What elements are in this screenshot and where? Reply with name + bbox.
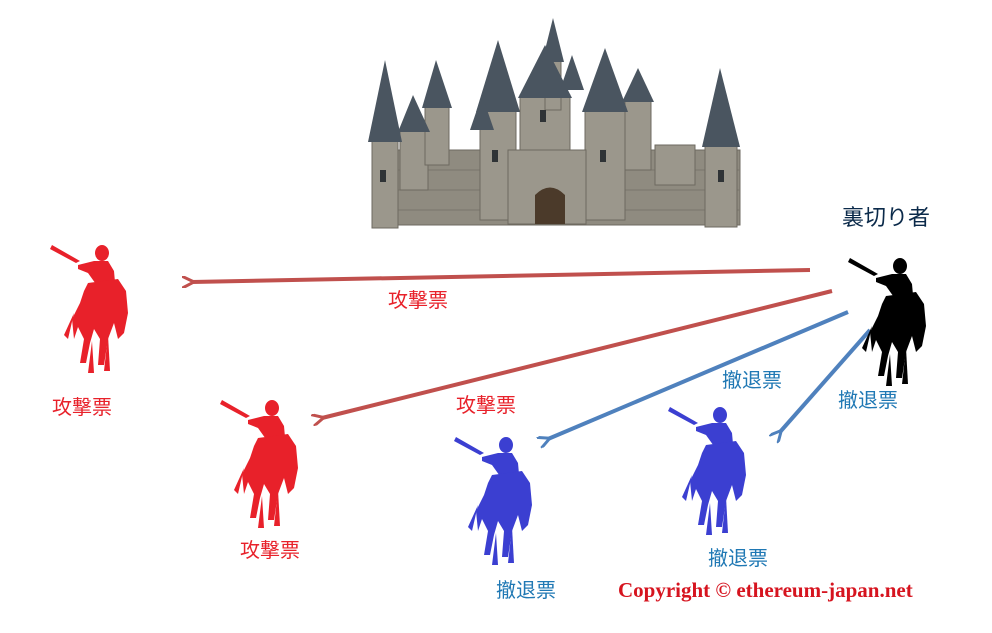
knight-blue-1-label: 撤退票: [496, 578, 556, 602]
knight-traitor: [848, 258, 926, 386]
knight-red-1: [50, 245, 128, 373]
retreat-arrow-a-label: 撤退票: [722, 368, 782, 392]
knight-blue-1: [454, 437, 532, 565]
attack-arrow-top-label: 攻撃票: [388, 288, 448, 312]
knight-red-1-label: 攻撃票: [52, 395, 112, 419]
attack-arrow-mid: [322, 289, 833, 418]
castle-illustration: [368, 18, 741, 229]
attack-arrow-mid-label: 攻撃票: [456, 393, 516, 417]
retreat-arrow-b-label: 撤退票: [838, 388, 898, 412]
knight-red-2-label: 攻撃票: [240, 538, 300, 562]
knight-red-2: [220, 400, 298, 528]
retreat-arrow-a: [548, 310, 849, 439]
knight-blue-2: [668, 407, 746, 535]
copyright-notice: Copyright © ethereum-japan.net: [618, 578, 913, 602]
vote-arrows: [192, 268, 872, 439]
attack-arrow-top: [192, 268, 811, 282]
retreat-arrow-b: [780, 328, 872, 432]
knight-blue-2-label: 撤退票: [708, 546, 768, 570]
traitor-label: 裏切り者: [842, 206, 931, 231]
